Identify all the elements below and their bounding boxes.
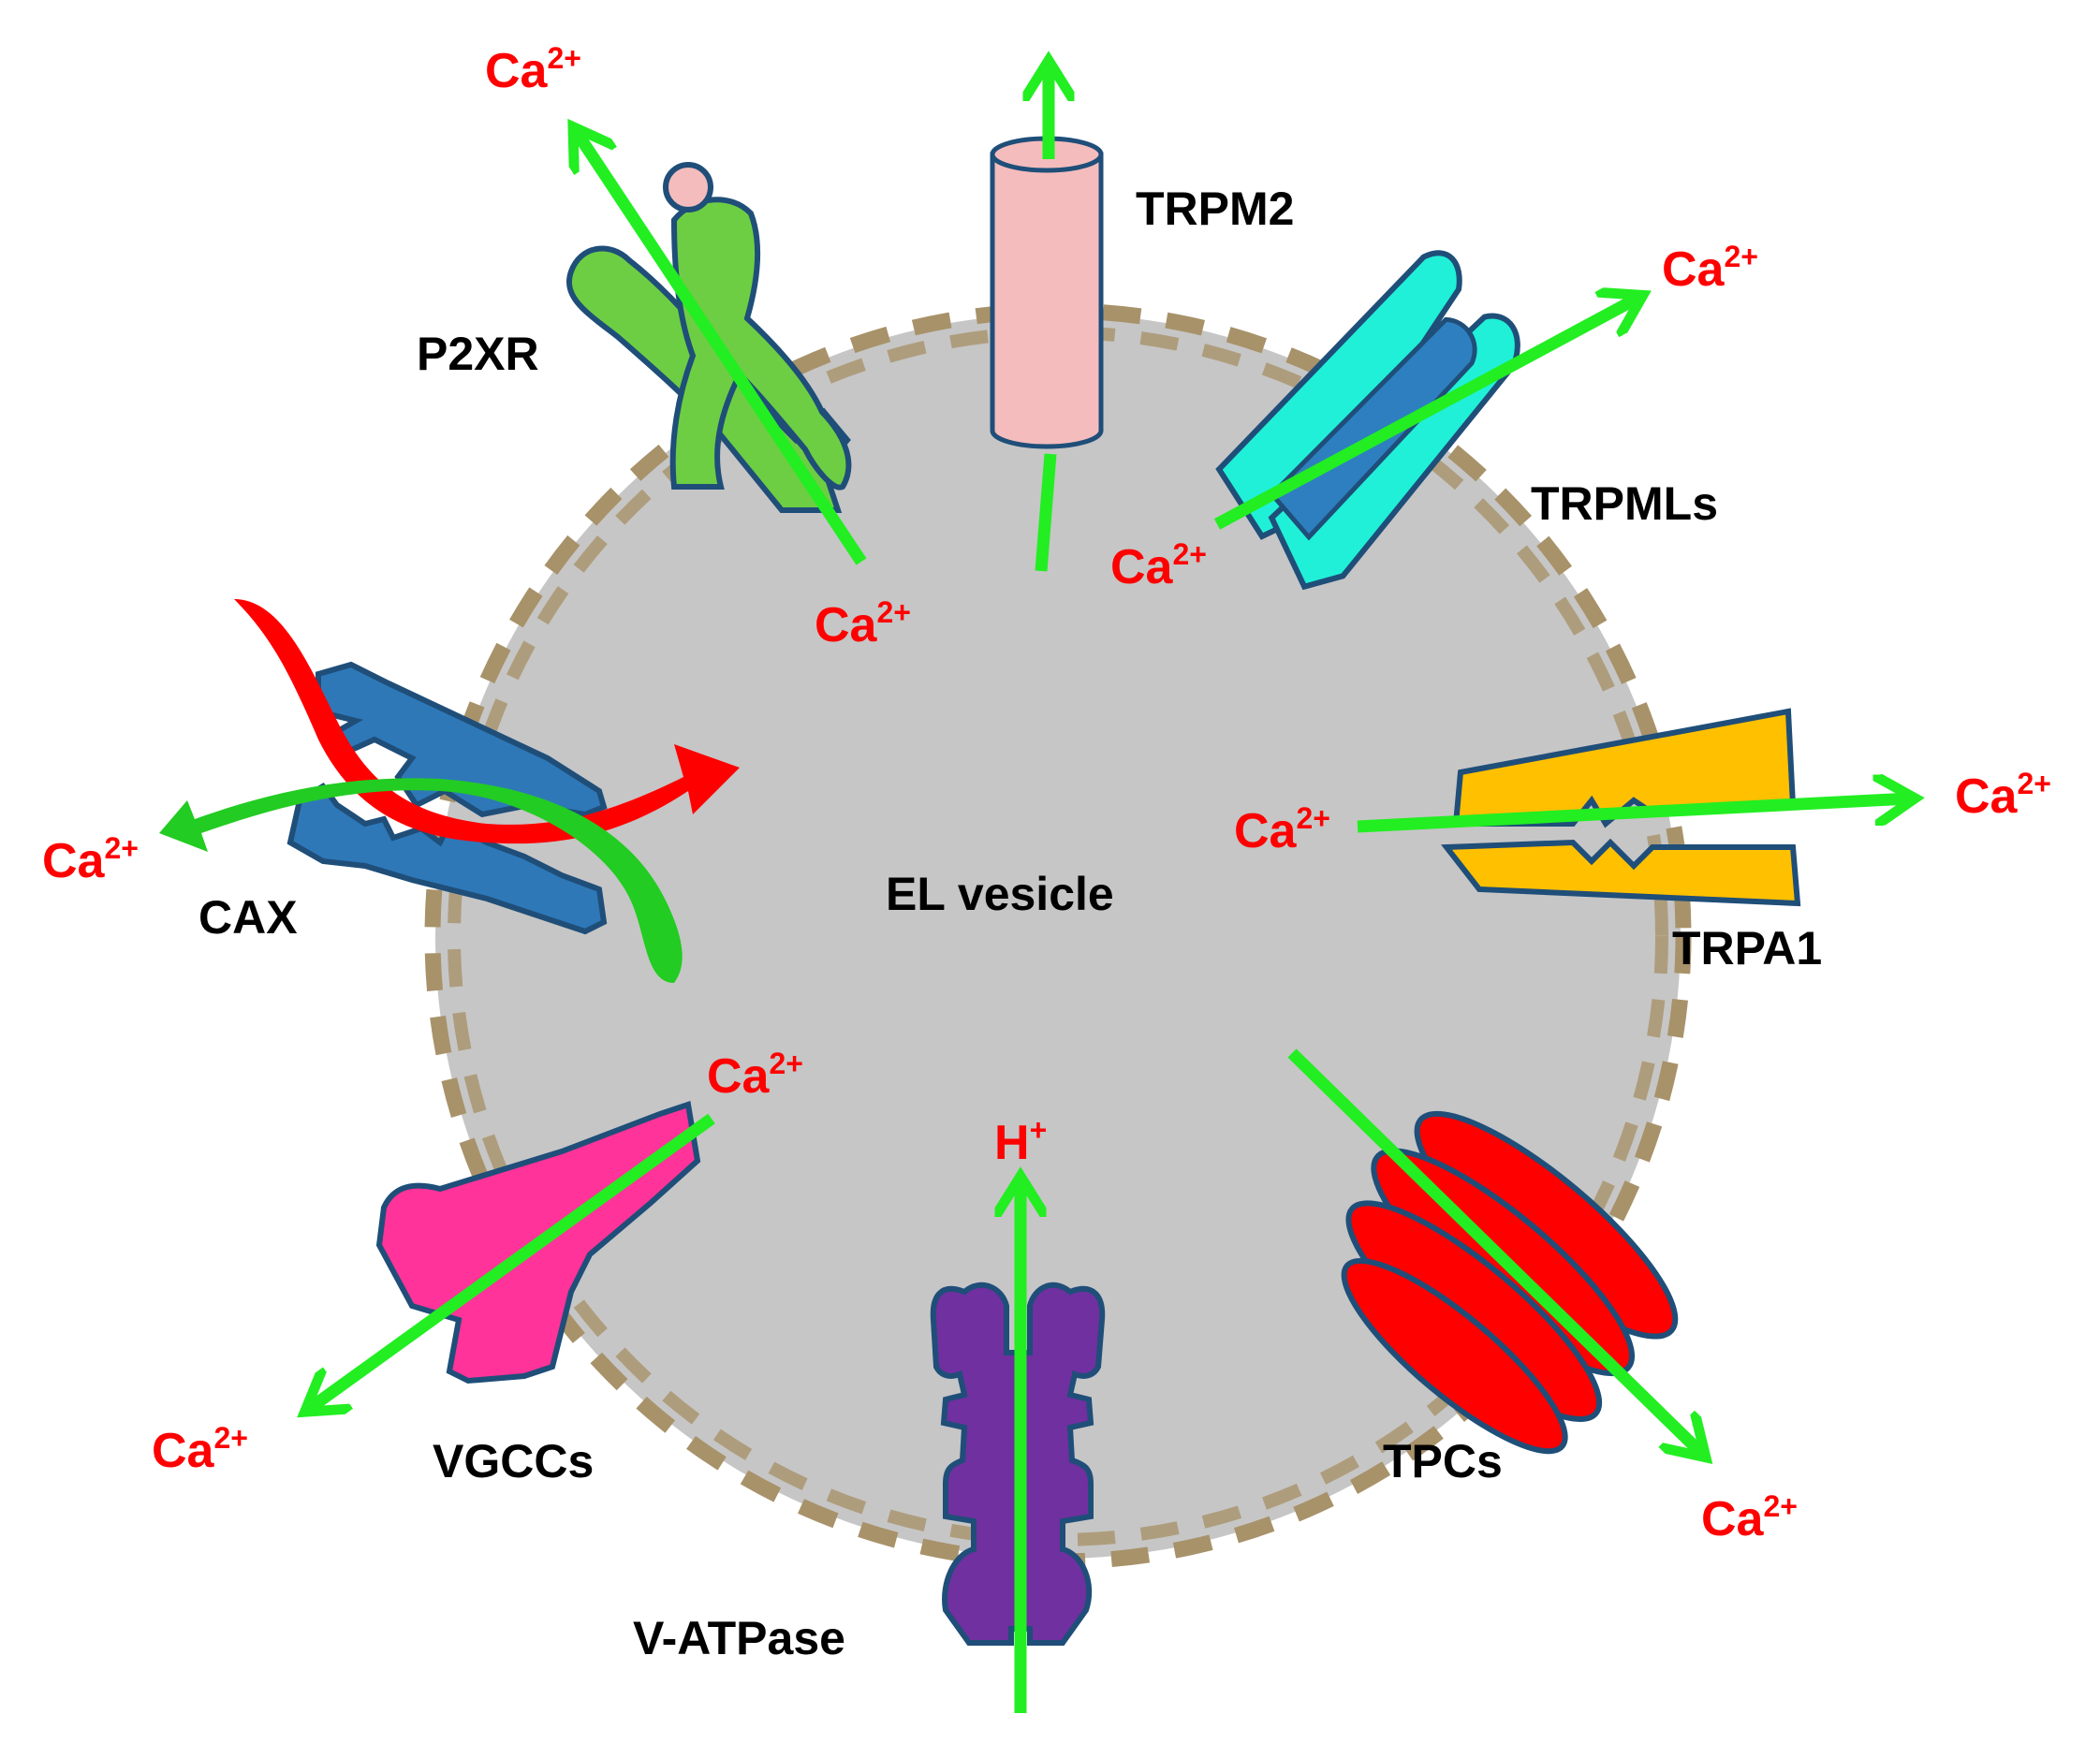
label-tpcs: TPCs xyxy=(1383,1435,1503,1487)
trpmls-channel-icon xyxy=(1215,250,1520,591)
vgccs-ca-efflux-arrow xyxy=(309,1113,715,1409)
ion-ca-tpcs-outside: Ca2+ xyxy=(1701,1489,1798,1546)
ion-h-v-atpase-lumen: H+ xyxy=(994,1113,1047,1170)
ion-ca-trpa1-outside: Ca2+ xyxy=(1955,767,2051,824)
trpm2-channel-icon xyxy=(990,136,1104,449)
label-cax: CAX xyxy=(198,891,298,944)
ion-ca-p2xr-lumen: Ca2+ xyxy=(815,595,911,652)
ion-ca-trpa1-lumen: Ca2+ xyxy=(1234,801,1330,858)
label-p2xr: P2XR xyxy=(417,328,539,380)
label-trpm2: TRPM2 xyxy=(1136,183,1294,235)
ion-ca-p2xr-outside: Ca2+ xyxy=(485,41,581,98)
trpmls-pore-core xyxy=(1269,316,1477,541)
trpa1-ca-efflux-arrow xyxy=(1357,798,1910,833)
trpa1-lower-subunit xyxy=(1441,838,1801,907)
channel-labels: EL vesicle P2XR TRPM2 TRPMLs TRPA1 TPCs … xyxy=(198,183,1822,1664)
ion-labels: Ca2+ Ca2+ Ca2+ Ca2+ Ca2+ Ca2+ Ca2+ H+ Ca… xyxy=(42,41,2051,1546)
p2xr-ligand xyxy=(663,162,713,212)
label-trpmls: TRPMLs xyxy=(1531,477,1718,530)
cax-lower-subunit xyxy=(286,783,608,935)
trpmls-subunit-front xyxy=(1268,313,1520,591)
tpcs-ca-efflux-arrow xyxy=(1287,1048,1702,1454)
p2xr-ca-efflux-arrow xyxy=(576,131,867,565)
ion-ca-trpmls-lumen: Ca2+ xyxy=(1110,537,1207,594)
trpm2-cylinder-body xyxy=(990,152,1104,449)
ion-ca-vgccs-outside: Ca2+ xyxy=(152,1421,248,1478)
p2xr-subunit-right xyxy=(669,197,852,491)
tpcs-lobe-4 xyxy=(1341,1257,1568,1455)
transport-arrows xyxy=(309,66,1910,1713)
cax-exchanger-icon xyxy=(159,599,740,983)
ion-ca-vgccs-lumen: Ca2+ xyxy=(707,1047,803,1104)
trpmls-ca-efflux-arrow xyxy=(1213,298,1638,530)
ion-ca-trpmls-outside: Ca2+ xyxy=(1662,240,1758,297)
label-vgccs: VGCCs xyxy=(433,1435,594,1487)
label-vesicle: EL vesicle xyxy=(886,868,1114,920)
label-trpa1: TRPA1 xyxy=(1672,922,1822,974)
vesicle-membrane-inner xyxy=(448,326,1668,1546)
trpm2-lower-segment xyxy=(1035,453,1057,572)
label-v-atpase: V-ATPase xyxy=(633,1612,845,1664)
ion-ca-cax-outside: Ca2+ xyxy=(42,831,139,888)
